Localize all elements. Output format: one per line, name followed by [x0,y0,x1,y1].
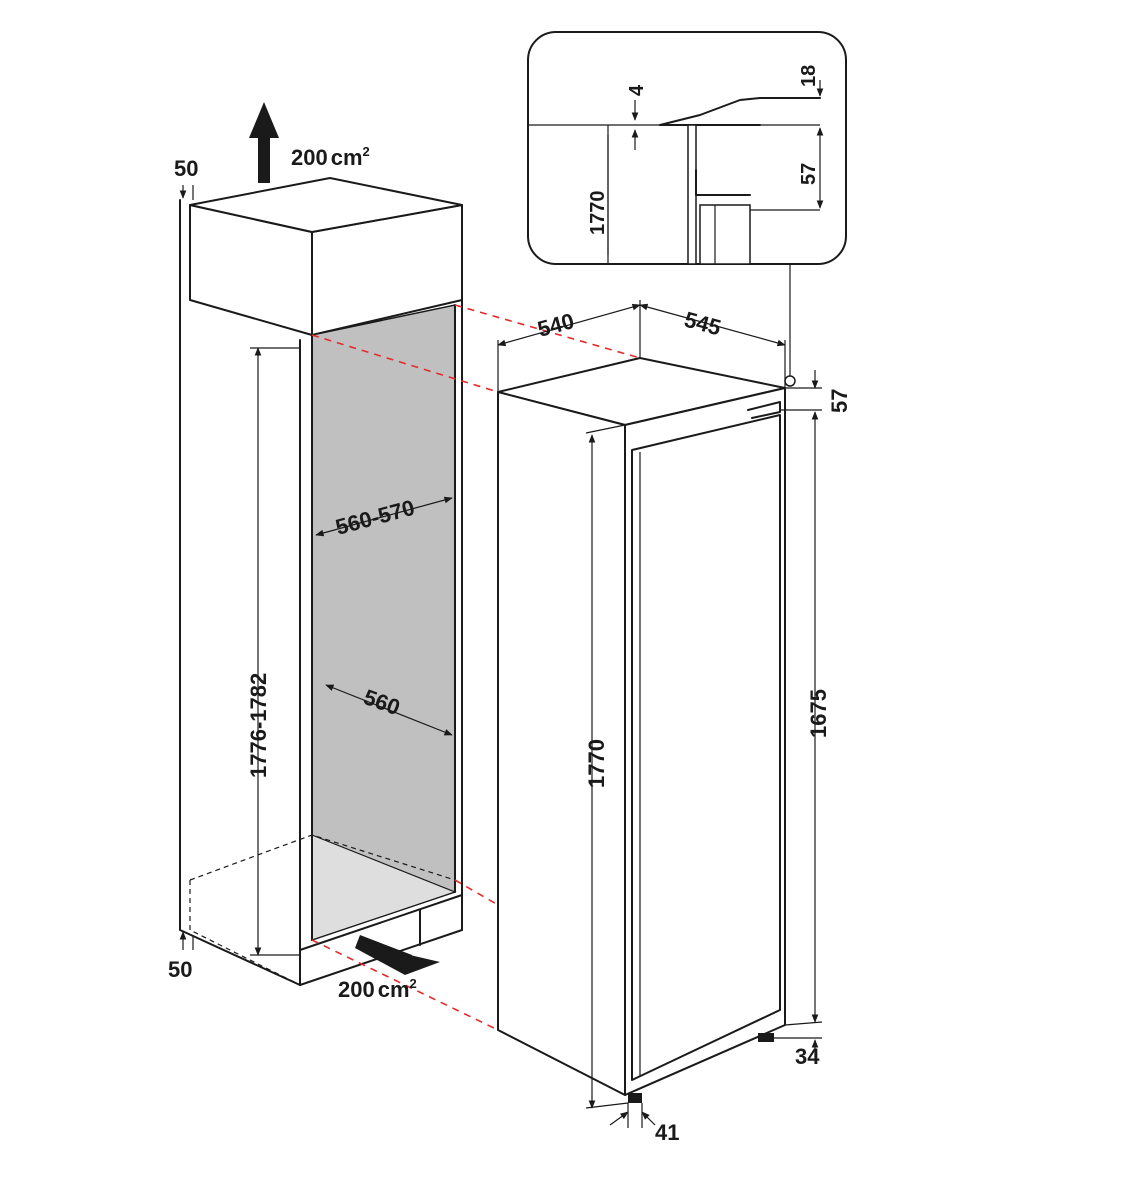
label-appliance-height: 1770 [584,739,609,788]
label-detail-4: 4 [626,84,648,96]
label-door-height: 1675 [806,689,831,738]
label-detail-1770: 1770 [587,191,609,236]
label-detail-57: 57 [798,163,820,185]
label-top-gap: 50 [174,156,198,181]
label-appliance-width: 540 [535,308,577,342]
cabinet-niche [179,177,463,986]
appliance [497,357,786,1103]
label-top-offset: 57 [827,389,852,413]
dimension-lines [179,185,823,1128]
label-niche-height: 1776-1782 [246,673,271,778]
label-bottom-gap: 50 [168,957,192,982]
airflow-arrows [249,102,440,975]
bottom-vent-arrow [355,935,440,975]
label-door-bottom-offset: 41 [655,1120,679,1145]
top-vent-arrow [249,102,279,183]
appliance-door [631,414,781,1081]
detail-callout [527,31,847,387]
label-appliance-depth: 545 [682,307,724,341]
label-bottom-offset: 34 [795,1044,820,1069]
label-detail-18: 18 [798,65,820,87]
